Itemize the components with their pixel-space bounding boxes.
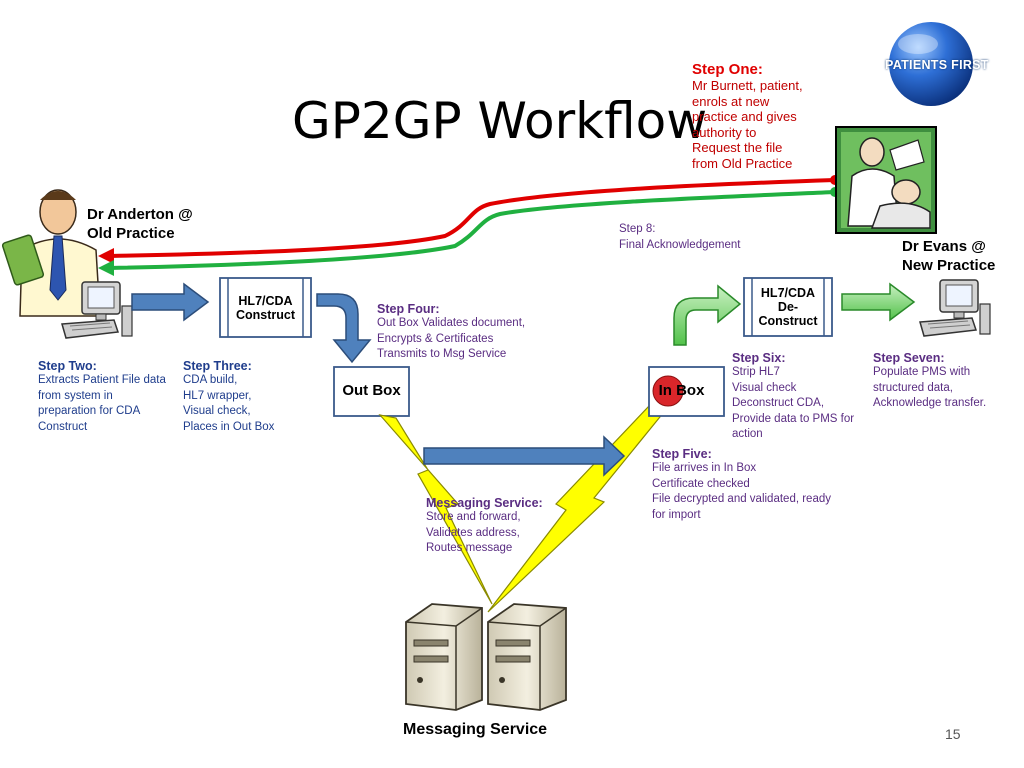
step-eight-heading: Step 8: [619,223,656,235]
dr-anderton-label: Dr Anderton @ Old Practice [87,205,193,243]
doctor-patient-clipart-icon [835,126,937,234]
step-four-heading: Step Four: [377,302,440,316]
dr-evans-line: Dr Evans @ [902,238,986,255]
step-two-note: Step Two: Extracts Patient File data fro… [38,359,166,435]
messaging-service-line: Routes message [426,542,513,554]
step-three-line: Visual check, [183,405,251,417]
step-one-heading: Step One: [692,61,763,78]
step-one-line: from Old Practice [692,155,793,171]
step-two-line: Extracts Patient File data [38,374,166,386]
step-two-line: preparation for CDA [38,405,141,417]
step-two-line: from system in [38,389,113,402]
step-two-line: Construct [38,420,88,433]
hl7-deconstruct-line: Construct [758,314,818,328]
step-six-line: Visual check [732,381,797,394]
step-eight-note: Step 8: Final Acknowledgement [619,222,740,253]
step-one-note: Step One: Mr Burnett, patient, enrols at… [692,61,803,171]
dr-evans-label: Dr Evans @ New Practice [902,237,995,275]
step-one-line: Request the file [692,140,783,155]
step-five-line: File arrives in In Box [652,462,757,474]
patients-first-logo-text: PATIENTS FIRST [885,58,989,72]
messaging-service-note: Messaging Service: Store and forward, Va… [426,496,543,557]
page-number: 15 [945,726,961,742]
dr-evans-line: New Practice [902,257,996,274]
request-arrowhead [98,248,114,264]
step-six-line: action [732,428,763,440]
computer-icon [919,279,991,337]
dr-anderton-line: Old Practice [87,225,175,242]
arrow-to-new-practice [841,282,916,322]
step-six-line: Deconstruct CDA, [732,397,825,409]
out-box-label: Out Box [342,382,401,399]
arrow-to-outbox [316,293,372,364]
in-box-label: In Box [658,382,705,399]
step-five-line: File decrypted and validated, ready [652,493,831,505]
out-box [333,366,410,417]
step-seven-note: Step Seven: Populate PMS with structured… [873,351,986,412]
messaging-service-line: Store and forward, [426,511,521,523]
arrow-to-construct [131,282,210,322]
step-six-note: Step Six: Strip HL7 Visual check Deconst… [732,351,854,443]
computer-icon [61,281,133,339]
hl7-deconstruct-line: HL7/CDA [760,286,816,300]
page-title: GP2GP Workflow [292,92,708,150]
step-seven-line: structured data, [873,381,953,394]
lightning-icon [378,414,493,605]
hl7-deconstruct-line: De- [777,300,799,314]
step-five-line: Certificate checked [652,477,750,490]
step-one-line: Mr Burnett, patient, [692,78,803,93]
step-three-line: CDA build, [183,374,238,386]
step-five-heading: Step Five: [652,447,712,461]
arrow-to-deconstruct [673,284,742,346]
step-three-note: Step Three: CDA build, HL7 wrapper, Visu… [183,359,274,435]
step-four-note: Step Four: Out Box Validates document, E… [377,302,525,363]
step-five-note: Step Five: File arrives in In Box Certif… [652,447,831,523]
doctor-clipart-icon [1,189,101,317]
step-five-line: for import [652,508,701,521]
hl7-construct-line: HL7/CDA [238,294,293,308]
patients-first-logo [889,22,973,106]
step-one-line: practice and gives [692,109,797,124]
ack-line [109,190,836,270]
hl7-construct-box [219,277,312,338]
step-four-line: Out Box Validates document, [377,317,526,329]
server-icon [487,603,567,711]
messaging-service-label: Messaging Service [403,721,548,738]
step-three-line: HL7 wrapper, [183,389,252,402]
ack-arrowhead [98,260,114,276]
step-three-line: Places in Out Box [183,420,275,433]
hl7-construct-label: HL7/CDA Construct [228,294,303,322]
step-seven-line: Populate PMS with [873,366,971,378]
step-seven-heading: Step Seven: [873,351,945,365]
in-box-marker [652,375,684,407]
step-seven-line: Acknowledge transfer. [873,397,987,409]
step-two-heading: Step Two: [38,359,97,373]
server-icon [405,603,483,711]
step-four-line: Transmits to Msg Service [377,348,507,360]
step-one-line: enrols at new [692,93,770,109]
request-line [109,178,836,258]
arrow-to-inbox [423,435,626,477]
hl7-construct-line: Construct [235,308,296,322]
hl7-deconstruct-label: HL7/CDA De- Construct [752,286,824,328]
hl7-deconstruct-box [743,277,833,337]
step-six-heading: Step Six: [732,351,786,365]
messaging-service-heading: Messaging Service: [426,496,543,510]
step-one-line: authority to [692,124,757,140]
step-eight-line: Final Acknowledgement [619,238,741,251]
step-three-heading: Step Three: [183,359,252,373]
step-six-line: Strip HL7 [732,366,780,378]
step-six-line: Provide data to PMS for [732,412,855,425]
dr-anderton-line: Dr Anderton @ [87,206,193,223]
step-four-line: Encrypts & Certificates [377,332,494,345]
messaging-service-line: Validates address, [426,526,520,539]
